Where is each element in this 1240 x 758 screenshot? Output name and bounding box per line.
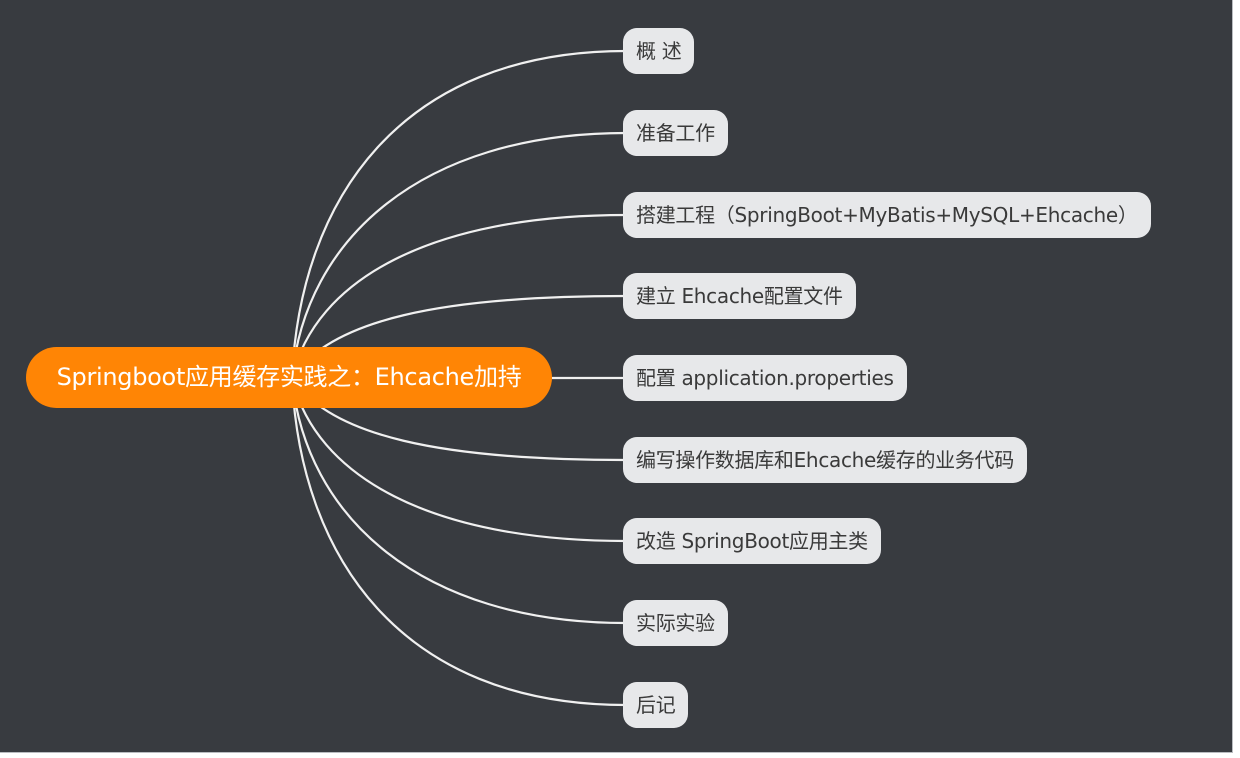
topic-app-properties[interactable]: 配置 application.properties: [623, 355, 907, 401]
topic-ehcache-config[interactable]: 建立 Ehcache配置文件: [623, 273, 856, 319]
connector-line: [290, 49, 627, 379]
topic-preparation[interactable]: 准备工作: [623, 110, 728, 156]
connector-line: [290, 377, 627, 707]
connector-line: [290, 377, 627, 543]
topic-build-project[interactable]: 搭建工程（SpringBoot+MyBatis+MySQL+Ehcache）: [623, 192, 1151, 238]
topic-overview[interactable]: 概 述: [623, 28, 695, 74]
connector-line: [290, 131, 627, 379]
topic-main-class[interactable]: 改造 SpringBoot应用主类: [623, 518, 881, 564]
topic-experiment[interactable]: 实际实验: [623, 600, 728, 646]
topic-business-code[interactable]: 编写操作数据库和Ehcache缓存的业务代码: [623, 437, 1027, 483]
connector-line: [290, 213, 627, 379]
connector-line: [290, 377, 627, 625]
topic-postscript[interactable]: 后记: [623, 682, 689, 728]
root-topic[interactable]: Springboot应用缓存实践之：Ehcache加持: [26, 347, 552, 408]
